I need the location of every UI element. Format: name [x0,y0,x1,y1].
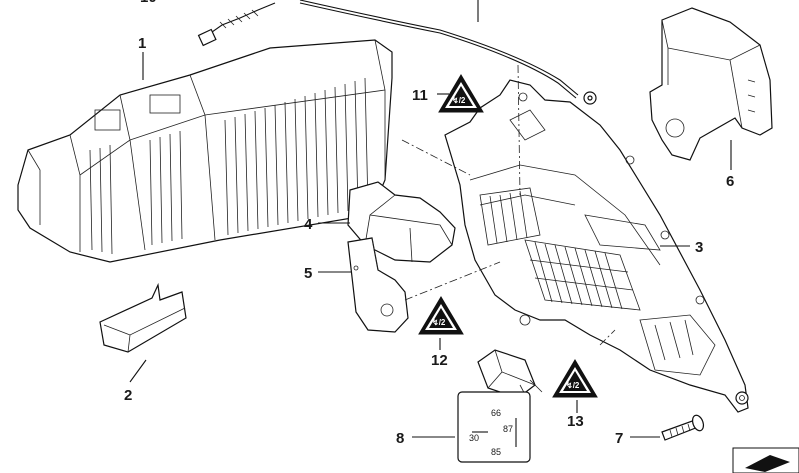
assembly-lines [401,64,616,346]
fuse-grid [479,187,661,311]
pin-85-label: 85 [491,447,501,457]
callout-4: 4 [304,216,313,233]
callout-2: 2 [124,387,132,404]
callout-10: 10 [140,0,157,6]
callout-8: 8 [396,430,404,447]
pin-87-label: 87 [503,424,513,434]
part-8-relay[interactable]: 66 30 87 85 [457,349,543,463]
callout-13: 13 [567,413,584,430]
callout-6: 6 [726,173,734,190]
next-page-arrow-icon[interactable] [732,447,799,473]
pin-66-label: 66 [491,408,501,418]
callout-labels: 10 1 2 3 4 5 6 7 8 11 12 13 [124,0,734,447]
callout-3: 3 [695,239,703,256]
warning-triangle-11: ↯/2 [438,74,484,113]
callout-7: 7 [615,430,623,447]
callout-12: 12 [431,352,448,369]
part-10-battery-cable[interactable] [197,0,597,105]
part-5-bracket[interactable] [347,237,409,333]
part-6-cover[interactable] [649,7,773,161]
warning-symbol-13: ↯/2 [566,381,580,390]
part-3-fuse-box[interactable] [444,79,749,413]
fuse-ribs [89,77,369,255]
callout-5: 5 [304,265,312,282]
part-2-cover-cap[interactable] [99,282,187,353]
leader-lines [129,0,732,438]
part-7-screw[interactable] [661,414,705,441]
warning-symbol-12: ↯/2 [432,318,446,327]
callout-1: 1 [138,35,146,52]
warning-triangle-12: ↯/2 [418,296,464,335]
warning-triangle-13: ↯/2 [552,359,598,398]
callout-11: 11 [412,87,428,104]
warning-symbol-11: ↯/2 [452,96,466,105]
part-1-fuse-carrier[interactable] [17,39,393,263]
relay-schematic-box [457,391,531,463]
pin-30-label: 30 [469,433,479,443]
